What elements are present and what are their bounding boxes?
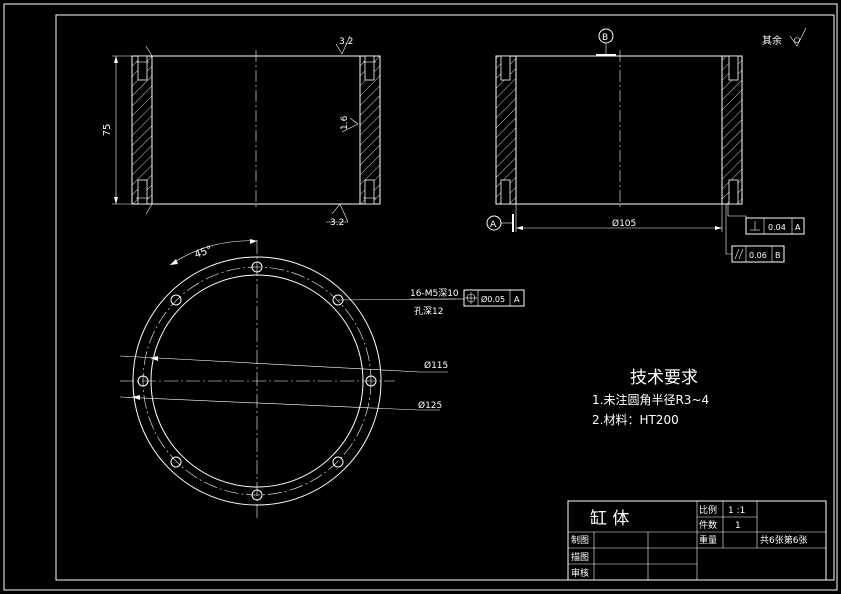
- dim-d125-label: Ø125: [418, 400, 442, 411]
- section-view-right: [486, 27, 807, 263]
- title-block: [567, 500, 827, 581]
- dim-height-label: 75: [102, 124, 113, 137]
- part-name: 缸 体: [590, 508, 629, 529]
- checked-label: 审核: [571, 567, 589, 579]
- section-view-left: [112, 35, 381, 223]
- dim-d115-label: Ø115: [424, 360, 448, 371]
- datum-b-label: B: [602, 33, 608, 43]
- qty-value: 1: [735, 521, 741, 531]
- angle-label: 45°: [193, 244, 213, 260]
- tech-req-item2: 2.材料：HT200: [592, 413, 679, 427]
- roughness-top-label: 3.2: [339, 37, 353, 47]
- tol-par-value: 0.06: [749, 251, 767, 260]
- inner-border: [55, 14, 835, 581]
- weight-label: 重量: [699, 534, 717, 546]
- tol-perp-datum: A: [795, 223, 801, 232]
- sheet-info: 共6张第6张: [760, 534, 807, 546]
- roughness-right-label: 1.6: [340, 115, 350, 130]
- pos-tol-datum: A: [514, 295, 520, 304]
- dim-bore-label: Ø105: [612, 218, 636, 229]
- scale-label: 比例: [699, 504, 717, 516]
- hole-spec-line2: 孔深12: [414, 306, 443, 317]
- drawn-label: 制图: [571, 534, 589, 546]
- tol-par-datum: B: [775, 251, 781, 260]
- traced-label: 描图: [571, 551, 589, 563]
- roughness-other-label: 其余: [762, 34, 782, 47]
- plan-view: [119, 239, 525, 520]
- qty-label: 件数: [699, 519, 717, 531]
- datum-a-label: A: [490, 220, 497, 230]
- scale-value: 1 :1: [728, 506, 745, 516]
- roughness-bottom-label: 3.2: [330, 218, 344, 228]
- pos-tol-value: Ø0.05: [481, 294, 505, 304]
- outer-border: [3, 3, 838, 591]
- tol-perp-value: 0.04: [768, 223, 786, 232]
- hole-spec-line1: 16-M5深10: [410, 288, 459, 299]
- tech-req-heading: 技术要求: [630, 368, 698, 388]
- tech-req-item1: 1.未注圆角半径R3~4: [592, 392, 709, 407]
